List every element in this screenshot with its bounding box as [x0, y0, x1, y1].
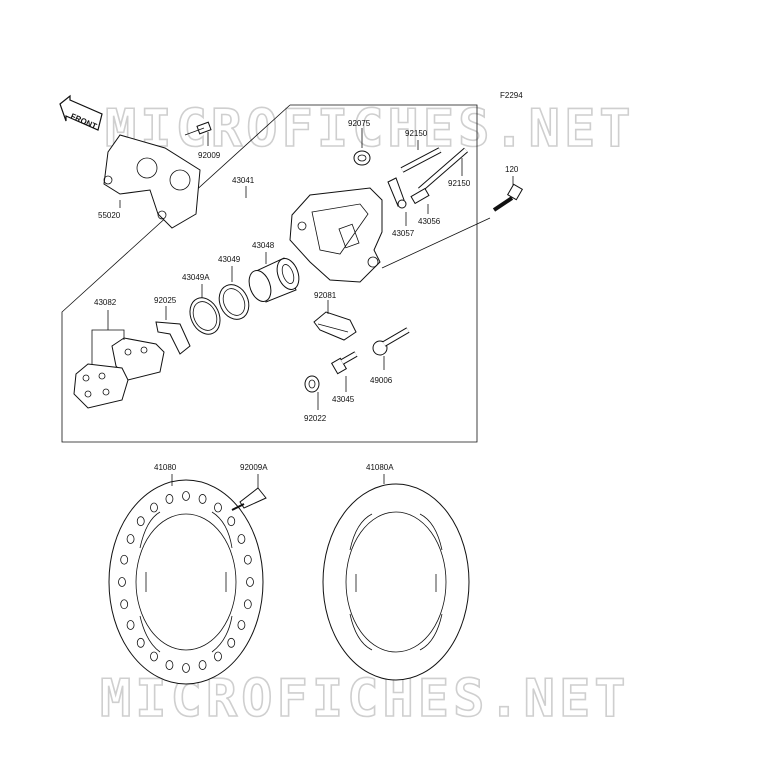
drill-hole [150, 651, 158, 662]
label-41080A: 41080A [366, 463, 394, 472]
drill-hole [120, 554, 129, 565]
drill-hole [182, 663, 190, 673]
drill-hole [198, 494, 207, 504]
seal-92075 [353, 150, 371, 166]
drill-hole [246, 577, 254, 587]
front-arrow-icon: FRONT [59, 94, 103, 131]
drill-hole [198, 660, 207, 670]
drill-hole [165, 494, 174, 504]
bleeder-43056 [410, 187, 430, 205]
drill-hole [227, 637, 236, 648]
label-43049A: 43049A [182, 273, 210, 282]
drill-hole [214, 651, 222, 662]
piston-43048 [248, 257, 300, 303]
seal-43049A [189, 297, 221, 335]
drill-hole [165, 660, 174, 670]
slide-pin-43045 [330, 351, 358, 375]
drill-hole [120, 599, 129, 610]
drill-hole [126, 620, 135, 630]
drill-hole [237, 534, 246, 544]
brake-disc-41080A [322, 483, 470, 681]
label-49006: 49006 [370, 376, 393, 385]
drill-hole [150, 502, 158, 513]
brake-pad-outer [73, 363, 129, 409]
drill-hole [243, 599, 252, 610]
drill-hole [118, 577, 126, 587]
label-92009A: 92009A [240, 463, 268, 472]
seal-43049 [218, 284, 250, 320]
drill-hole [136, 516, 145, 527]
label-43056: 43056 [418, 217, 441, 226]
label-92081: 92081 [314, 291, 337, 300]
label-92022: 92022 [304, 414, 327, 423]
label-43049: 43049 [218, 255, 241, 264]
slide-pin-49006 [372, 327, 410, 356]
label-120: 120 [505, 165, 519, 174]
watermark-top: MICROFICHES.NET [105, 99, 635, 159]
bleeder-cap-43057 [387, 177, 407, 209]
label-43041: 43041 [232, 176, 255, 185]
label-55020: 55020 [98, 211, 121, 220]
drill-hole [126, 534, 135, 544]
caliper-body [289, 187, 383, 283]
boot-92022 [304, 375, 320, 393]
pad-clip-92081 [313, 311, 357, 341]
drill-hole [182, 491, 190, 501]
pin-92150-b [418, 147, 468, 193]
brake-disc-41080 [108, 479, 264, 685]
drill-hole [227, 516, 236, 527]
label-92150-a: 92150 [405, 129, 428, 138]
label-92075: 92075 [348, 119, 371, 128]
drill-hole [214, 502, 222, 513]
pad-spring-92025 [155, 321, 191, 355]
bolt-120 [492, 183, 524, 212]
bolt-92009 [184, 121, 212, 136]
screw-92009A [231, 487, 267, 511]
label-43048: 43048 [252, 241, 275, 250]
caliper-assembly-outline [61, 104, 478, 443]
drill-hole [136, 637, 145, 648]
figure-code: F2294 [500, 91, 523, 100]
label-43082: 43082 [94, 298, 117, 307]
drill-hole [237, 620, 246, 630]
pin-92150-a [400, 147, 442, 173]
label-41080: 41080 [154, 463, 177, 472]
label-92009: 92009 [198, 151, 221, 160]
label-92025: 92025 [154, 296, 177, 305]
caliper-bracket [103, 134, 201, 229]
label-43057: 43057 [392, 229, 415, 238]
label-43045: 43045 [332, 395, 355, 404]
label-92150-b: 92150 [448, 179, 471, 188]
drill-hole [243, 554, 252, 565]
